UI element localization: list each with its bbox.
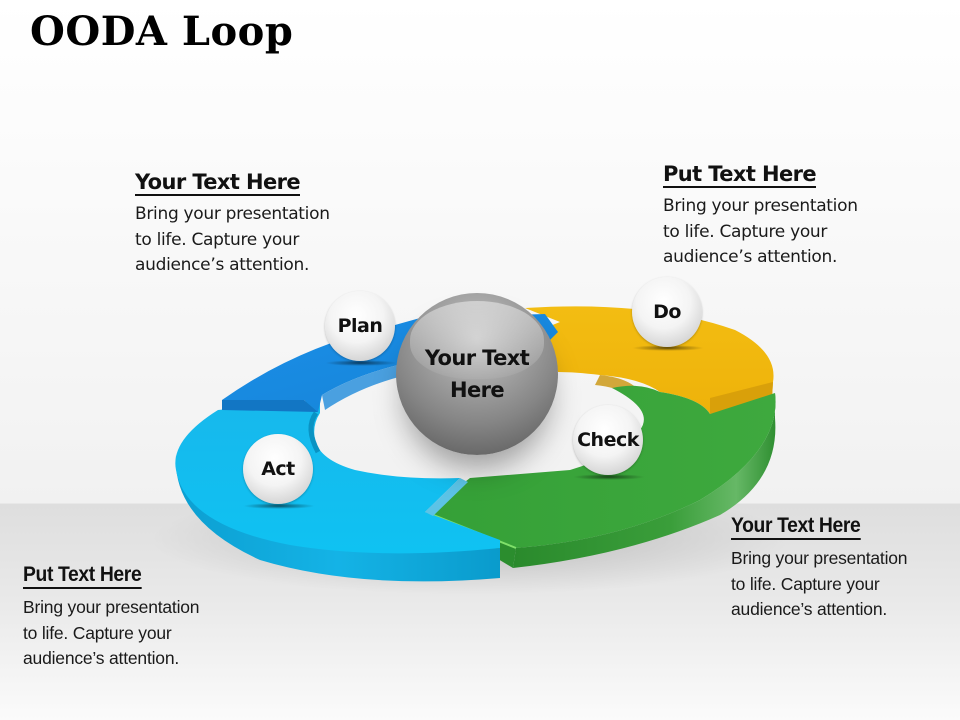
stage-ball-act[interactable]: Act (243, 434, 313, 504)
callout-top-left: Your Text Here Bring your presentation t… (135, 170, 375, 279)
callout-body: Bring your presentation to life. Capture… (135, 202, 375, 279)
callout-heading: Put Text Here (663, 162, 817, 188)
stage-ball-do[interactable]: Do (632, 277, 702, 347)
callout-heading: Your Text Here (135, 170, 301, 196)
center-label-line2: Here (449, 378, 505, 402)
callout-line: to life. Capture your (135, 229, 300, 250)
center-label-line1: Your Text (424, 346, 530, 370)
callout-line: audience’s attention. (731, 599, 888, 619)
callout-line: to life. Capture your (663, 221, 828, 242)
callout-body: Bring your presentation to life. Capture… (663, 194, 903, 271)
callout-line: audience’s attention. (663, 247, 838, 267)
callout-line: Bring your presentation (23, 597, 200, 617)
center-label: Your Text Here (424, 342, 530, 406)
callout-line: to life. Capture your (23, 622, 172, 643)
ring-segment-act (175, 400, 501, 582)
callout-line: to life. Capture your (731, 573, 880, 594)
slide-title: OODA Loop (30, 8, 294, 55)
callout-bottom-left: Put Text Here Bring your presentation to… (23, 563, 263, 672)
stage-label-plan: Plan (337, 315, 383, 337)
callout-line: audience’s attention. (23, 648, 180, 668)
callout-line: Bring your presentation (731, 548, 908, 568)
callout-bottom-right: Your Text Here Bring your presentation t… (731, 514, 960, 623)
plan-ball-shadow (325, 360, 397, 366)
callout-heading: Put Text Here (23, 563, 142, 589)
callout-line: Bring your presentation (135, 204, 330, 224)
check-ball-shadow (573, 474, 645, 480)
callout-body: Bring your presentation to life. Capture… (731, 546, 960, 623)
stage-label-act: Act (261, 458, 295, 480)
center-sphere[interactable]: Your Text Here (396, 293, 558, 455)
do-ball-shadow (632, 345, 704, 351)
callout-body: Bring your presentation to life. Capture… (23, 595, 263, 672)
callout-heading: Your Text Here (731, 514, 861, 540)
callout-line: audience’s attention. (135, 255, 310, 275)
callout-top-right: Put Text Here Bring your presentation to… (663, 162, 903, 271)
stage-ball-check[interactable]: Check (573, 405, 643, 475)
act-ball-shadow (243, 503, 315, 509)
stage-ball-plan[interactable]: Plan (325, 291, 395, 361)
stage-label-check: Check (577, 429, 639, 451)
callout-line: Bring your presentation (663, 196, 858, 216)
stage-label-do: Do (653, 301, 681, 323)
